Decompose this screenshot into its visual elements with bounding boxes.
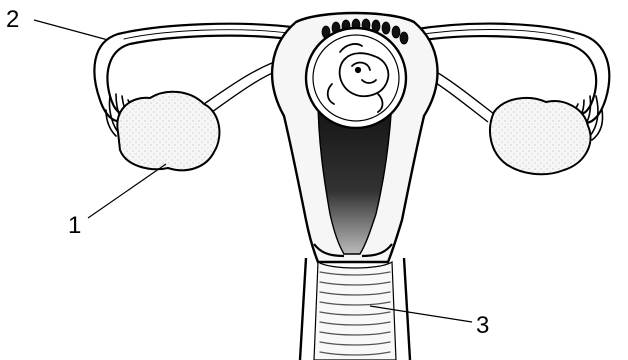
ovary-right [490, 98, 591, 174]
label-2: 2 [6, 8, 19, 32]
label-3: 3 [476, 314, 489, 338]
label-1: 1 [68, 214, 81, 238]
leader-line-2 [34, 20, 108, 40]
leader-line-1 [88, 164, 166, 218]
amniotic-sac [306, 28, 406, 128]
